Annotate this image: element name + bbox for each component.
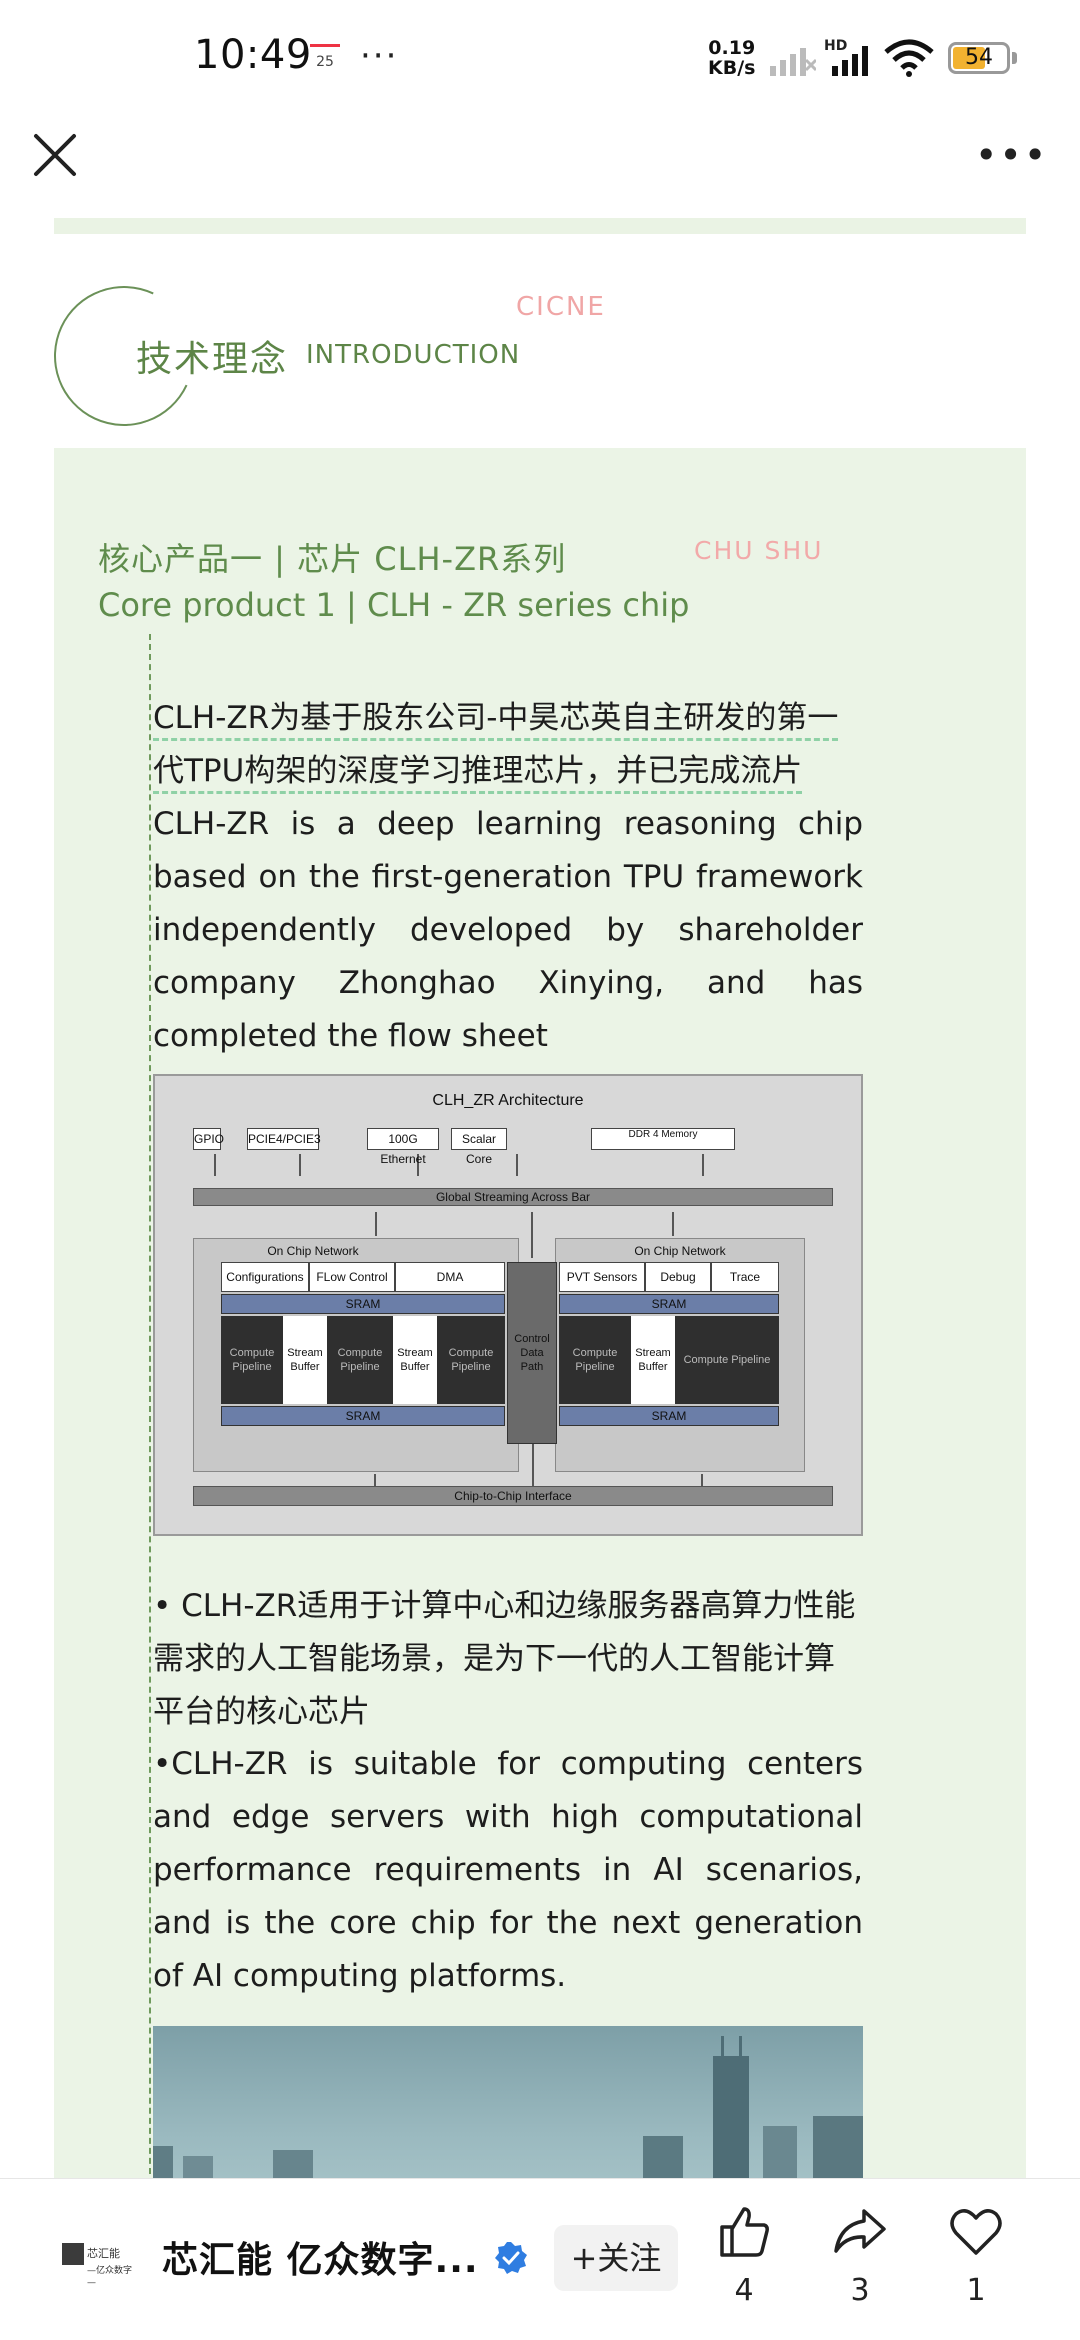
section-title-en: INTRODUCTION xyxy=(306,340,521,370)
bullet-en: •CLH-ZR is suitable for computing center… xyxy=(153,1746,863,1994)
verified-badge-icon xyxy=(495,2242,527,2274)
sram-left-top: SRAM xyxy=(221,1294,505,1314)
product-title-cn: 核心产品一 | 芯片 CLH-ZR系列 xyxy=(98,540,567,578)
stream-buffer-2: Stream Buffer xyxy=(393,1316,437,1404)
status-more-dots: ··· xyxy=(360,36,399,76)
control-data-path: Control Data Path xyxy=(507,1262,557,1444)
like-button[interactable]: 4 xyxy=(704,2203,784,2308)
intro-cn: CLH-ZR为基于股东公司-中昊芯英自主研发的第一代TPU构架的深度学习推理芯片… xyxy=(153,692,863,798)
section-header: 技术理念 INTRODUCTION CICNE xyxy=(34,266,1026,446)
favorite-count: 1 xyxy=(966,2273,986,2308)
noc-right-label: On Chip Network xyxy=(634,1244,726,1258)
diagram-arrows xyxy=(214,1154,704,1496)
section-watermark: CICNE xyxy=(516,292,606,322)
bullet-cn: • CLH-ZR适用于计算中心和边缘服务器高算力性能需求的人工智能场景，是为下一… xyxy=(153,1588,856,1730)
global-streaming-bar: Global Streaming Across Bar xyxy=(193,1188,833,1206)
box-ddr4: DDR 4 Memory xyxy=(591,1128,735,1150)
stream-buffer-1: Stream Buffer xyxy=(283,1316,327,1404)
net-speed: 0.19 KB/s xyxy=(708,37,756,79)
calendar-icon: 25 xyxy=(310,44,340,74)
box-gpio: GPIO xyxy=(193,1128,224,1150)
status-time: 10:49 xyxy=(194,32,312,78)
share-icon xyxy=(834,2209,886,2253)
compute-pipeline-4: Compute Pipeline xyxy=(559,1316,631,1404)
signal-weak-icon xyxy=(770,48,816,76)
wifi-icon xyxy=(884,39,934,77)
box-pcie: PCIE4/PCIE3 xyxy=(247,1128,321,1150)
chip-to-chip-bar: Chip-to-Chip Interface xyxy=(193,1486,833,1506)
box-ethernet: 100G Ethernet xyxy=(367,1128,439,1166)
follow-button[interactable]: +关注 xyxy=(554,2225,678,2291)
thumbs-up-icon xyxy=(720,2207,769,2257)
compute-pipeline-5: Compute Pipeline xyxy=(675,1316,779,1404)
noc-left-label: On Chip Network xyxy=(267,1244,359,1258)
box-dma: DMA xyxy=(395,1262,505,1292)
bottom-action-bar: 芯汇能 —亿众数字— 芯汇能 亿众数字... +关注 4 3 1 xyxy=(0,2178,1080,2340)
signal-strong-icon xyxy=(832,46,868,76)
sram-right-top: SRAM xyxy=(559,1294,779,1314)
box-debug: Debug xyxy=(645,1262,711,1292)
battery-tip xyxy=(1012,52,1017,64)
sram-left-bottom: SRAM xyxy=(221,1406,505,1426)
share-button[interactable]: 3 xyxy=(820,2203,900,2308)
sram-right-bottom: SRAM xyxy=(559,1406,779,1426)
favorite-button[interactable]: 1 xyxy=(936,2203,1016,2308)
section-title-cn: 技术理念 xyxy=(136,339,289,380)
city-skyline-image xyxy=(153,2026,863,2178)
skyline-graphic xyxy=(153,2036,863,2178)
top-strip xyxy=(54,218,1026,234)
box-pvt-sensors: PVT Sensors xyxy=(559,1262,645,1292)
stream-buffer-3: Stream Buffer xyxy=(631,1316,675,1404)
product-title-en: Core product 1 | CLH - ZR series chip xyxy=(98,586,690,624)
article-content[interactable]: 技术理念 INTRODUCTION CICNE 核心产品一 | 芯片 CLH-Z… xyxy=(0,218,1080,2178)
box-scalar-core: Scalar Core xyxy=(451,1128,507,1166)
box-flow-control: FLow Control xyxy=(309,1262,395,1292)
status-bar: 10:49 25 ··· 0.19 KB/s HD 54 xyxy=(0,0,1080,115)
heart-icon xyxy=(950,2209,1002,2255)
logo-mark-icon xyxy=(62,2243,84,2265)
box-trace: Trace xyxy=(711,1262,779,1292)
compute-pipeline-2: Compute Pipeline xyxy=(327,1316,393,1404)
like-count: 4 xyxy=(734,2273,754,2308)
compute-pipeline-1: Compute Pipeline xyxy=(221,1316,283,1404)
hd-label: HD xyxy=(824,38,848,54)
more-options-button[interactable]: ••• xyxy=(975,133,1049,177)
battery-icon: 54 xyxy=(948,42,1010,74)
compute-pipeline-3: Compute Pipeline xyxy=(437,1316,505,1404)
architecture-diagram: CLH_ZR Architecture GPIO PCIE4/PCIE3 100… xyxy=(153,1074,863,1536)
box-configurations: Configurations xyxy=(221,1262,309,1292)
share-count: 3 xyxy=(850,2273,870,2308)
close-icon[interactable] xyxy=(30,130,80,180)
diagram-title: CLH_ZR Architecture xyxy=(432,1092,584,1109)
account-name[interactable]: 芯汇能 亿众数字... xyxy=(162,2240,479,2281)
product-watermark: CHU SHU xyxy=(694,536,824,565)
intro-en: CLH-ZR is a deep learning reasoning chip… xyxy=(153,806,863,1054)
account-logo[interactable]: 芯汇能 —亿众数字— xyxy=(62,2243,132,2288)
dashed-guide-line xyxy=(149,634,151,2178)
